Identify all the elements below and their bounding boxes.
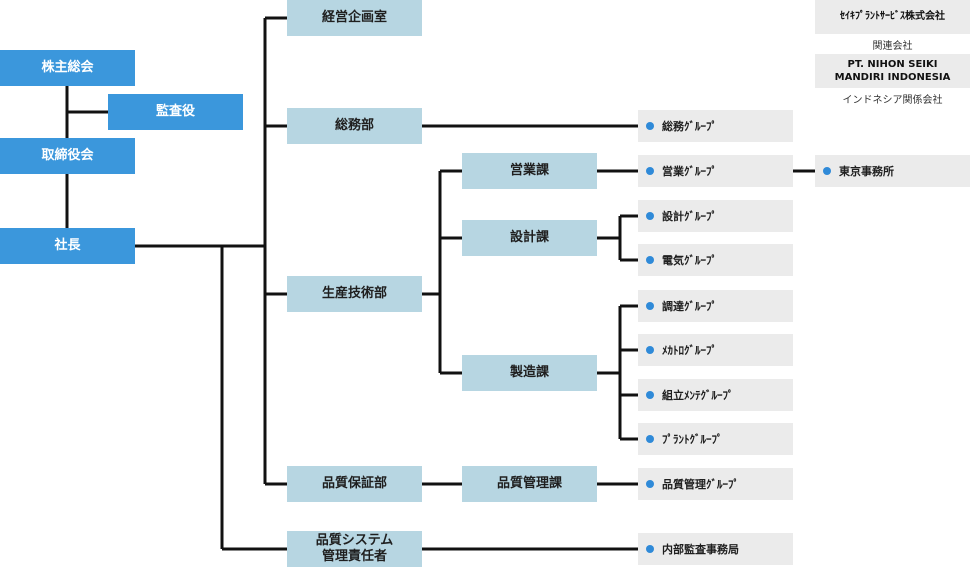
bullet-icon bbox=[646, 256, 654, 264]
bullet-icon bbox=[646, 480, 654, 488]
auditor-box: 監査役 bbox=[108, 94, 243, 130]
bullet-icon bbox=[646, 122, 654, 130]
group-label: ﾒｶﾄﾛｸﾞﾙｰﾌﾟ bbox=[662, 344, 717, 357]
group-label: 調達ｸﾞﾙｰﾌﾟ bbox=[662, 300, 717, 313]
related-company-label: 関連会社 bbox=[872, 41, 913, 52]
plant-group-box: ﾌﾟﾗﾝﾄｸﾞﾙｰﾌﾟ bbox=[638, 423, 793, 455]
group-label: 組立ﾒﾝﾃｸﾞﾙｰﾌﾟ bbox=[662, 389, 734, 402]
bullet-icon bbox=[646, 545, 654, 553]
bullet-icon bbox=[646, 212, 654, 220]
tokyo-office-box: 東京事務所 bbox=[815, 155, 970, 187]
sales-section-box: 営業課 bbox=[462, 153, 597, 189]
related-company-box: ｾｲｷﾌﾟﾗﾝﾄｻｰﾋﾞｽ株式会社 bbox=[815, 0, 970, 34]
design-group-box: 設計ｸﾞﾙｰﾌﾟ bbox=[638, 200, 793, 232]
general-affairs-group-box: 総務ｸﾞﾙｰﾌﾟ bbox=[638, 110, 793, 142]
quality-control-section-box: 品質管理課 bbox=[462, 466, 597, 502]
group-label: 設計ｸﾞﾙｰﾌﾟ bbox=[662, 210, 717, 223]
president-box: 社長 bbox=[0, 228, 135, 264]
quality-system-manager-box: 品質システム 管理責任者 bbox=[287, 531, 422, 567]
group-label: 内部監査事務局 bbox=[662, 543, 739, 556]
assembly-maintenance-group-box: 組立ﾒﾝﾃｸﾞﾙｰﾌﾟ bbox=[638, 379, 793, 411]
design-section-box: 設計課 bbox=[462, 220, 597, 256]
bullet-icon bbox=[823, 167, 831, 175]
group-label: 東京事務所 bbox=[839, 165, 894, 178]
indonesia-company-label: インドネシア関係会社 bbox=[842, 95, 943, 106]
shareholders-meeting-box: 株主総会 bbox=[0, 50, 135, 86]
bullet-icon bbox=[646, 167, 654, 175]
planning-office-box: 経営企画室 bbox=[287, 0, 422, 36]
manufacturing-section-box: 製造課 bbox=[462, 355, 597, 391]
electrical-group-box: 電気ｸﾞﾙｰﾌﾟ bbox=[638, 244, 793, 276]
indonesia-company-box: PT. NIHON SEIKI MANDIRI INDONESIA bbox=[815, 54, 970, 88]
mechatronics-group-box: ﾒｶﾄﾛｸﾞﾙｰﾌﾟ bbox=[638, 334, 793, 366]
general-affairs-dept-box: 総務部 bbox=[287, 108, 422, 144]
group-label: 品質管理ｸﾞﾙｰﾌﾟ bbox=[662, 478, 739, 491]
group-label: 電気ｸﾞﾙｰﾌﾟ bbox=[662, 254, 717, 267]
bullet-icon bbox=[646, 391, 654, 399]
board-of-directors-box: 取締役会 bbox=[0, 138, 135, 174]
group-label: 総務ｸﾞﾙｰﾌﾟ bbox=[662, 120, 717, 133]
internal-audit-office-box: 内部監査事務局 bbox=[638, 533, 793, 565]
bullet-icon bbox=[646, 346, 654, 354]
group-label: 営業ｸﾞﾙｰﾌﾟ bbox=[662, 165, 717, 178]
procurement-group-box: 調達ｸﾞﾙｰﾌﾟ bbox=[638, 290, 793, 322]
quality-assurance-dept-box: 品質保証部 bbox=[287, 466, 422, 502]
bullet-icon bbox=[646, 302, 654, 310]
production-engineering-dept-box: 生産技術部 bbox=[287, 276, 422, 312]
bullet-icon bbox=[646, 435, 654, 443]
group-label: ﾌﾟﾗﾝﾄｸﾞﾙｰﾌﾟ bbox=[662, 433, 723, 446]
quality-control-group-box: 品質管理ｸﾞﾙｰﾌﾟ bbox=[638, 468, 793, 500]
sales-group-box: 営業ｸﾞﾙｰﾌﾟ bbox=[638, 155, 793, 187]
